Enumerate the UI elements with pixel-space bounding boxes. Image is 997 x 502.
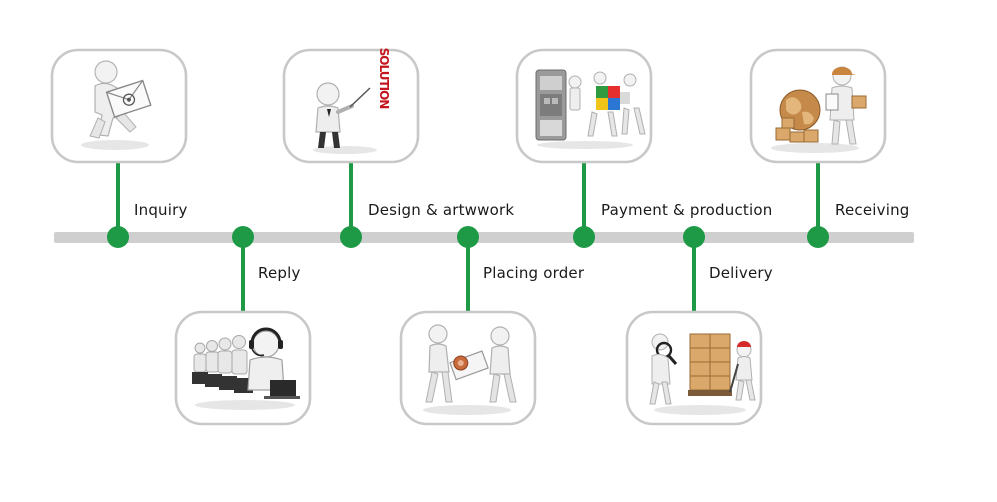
puzzle-machine-icon [535, 69, 646, 149]
step-reply: Reply [174, 226, 312, 426]
node-delivery [683, 226, 705, 248]
boxes-pallet-icon [649, 333, 756, 415]
step-receiving: Receiving [749, 48, 910, 248]
node-payment-production [573, 226, 595, 248]
step-placing-order: Placing order [399, 226, 585, 426]
node-placing-order [457, 226, 479, 248]
step-inquiry: Inquiry [50, 48, 188, 248]
courier-globe-icon [771, 66, 867, 153]
label-payment-production: Payment & production [601, 201, 772, 219]
solution-presenter-icon: SOLUTION [313, 48, 391, 154]
handover-package-icon [423, 324, 517, 415]
node-receiving [807, 226, 829, 248]
label-reply: Reply [258, 264, 301, 282]
solution-word: SOLUTION [377, 48, 391, 109]
label-placing-order: Placing order [483, 264, 585, 282]
label-receiving: Receiving [835, 201, 910, 219]
step-delivery: Delivery [625, 226, 773, 426]
call-center-headset-icon [192, 327, 300, 410]
step-payment-production: Payment & production [515, 48, 772, 248]
label-inquiry: Inquiry [134, 201, 188, 219]
timeline-bar [54, 232, 914, 243]
envelope-email-icon [81, 60, 152, 150]
node-design [340, 226, 362, 248]
label-delivery: Delivery [709, 264, 773, 282]
step-design: Design & artwwork SOLUTION [282, 48, 514, 248]
label-design: Design & artwwork [368, 201, 514, 219]
node-inquiry [107, 226, 129, 248]
node-reply [232, 226, 254, 248]
